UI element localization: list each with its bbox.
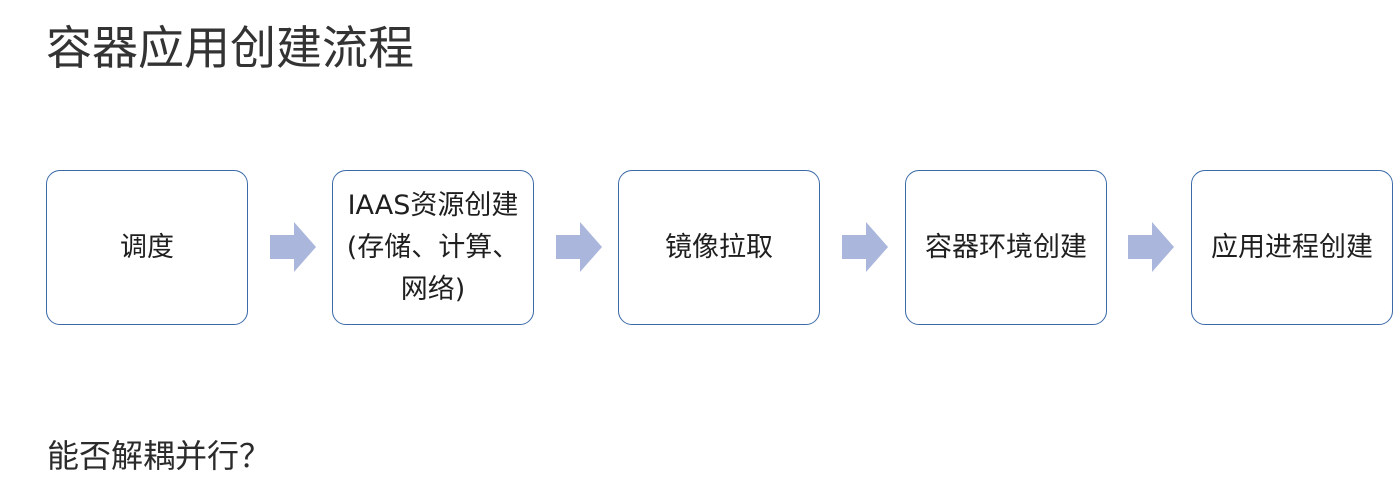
step-app-process-creation: 应用进程创建 bbox=[1191, 170, 1393, 325]
step-label-line: IAAS资源创建 bbox=[347, 189, 519, 221]
step-label: 应用进程创建 bbox=[1211, 231, 1373, 263]
step-scheduling: 调度 bbox=[46, 170, 248, 325]
step-label: 容器环境创建 bbox=[925, 231, 1087, 263]
flow-arrow-1 bbox=[270, 222, 316, 272]
question-text: 能否解耦并行？ bbox=[47, 437, 272, 475]
flow-arrow-4 bbox=[1128, 222, 1174, 272]
step-image-pull: 镜像拉取 bbox=[618, 170, 820, 325]
flow-arrow-3 bbox=[842, 222, 888, 272]
step-iaas-resource-creation: IAAS资源创建 (存储、计算、 网络) bbox=[332, 170, 534, 325]
step-label-line: (存储、计算、 bbox=[346, 231, 520, 263]
step-container-env-creation: 容器环境创建 bbox=[905, 170, 1107, 325]
step-label: 镜像拉取 bbox=[665, 231, 773, 263]
flow-arrow-2 bbox=[556, 222, 602, 272]
diagram-title: 容器应用创建流程 bbox=[46, 21, 414, 75]
step-label: 调度 bbox=[120, 231, 174, 263]
step-label-line: 网络) bbox=[400, 273, 466, 305]
